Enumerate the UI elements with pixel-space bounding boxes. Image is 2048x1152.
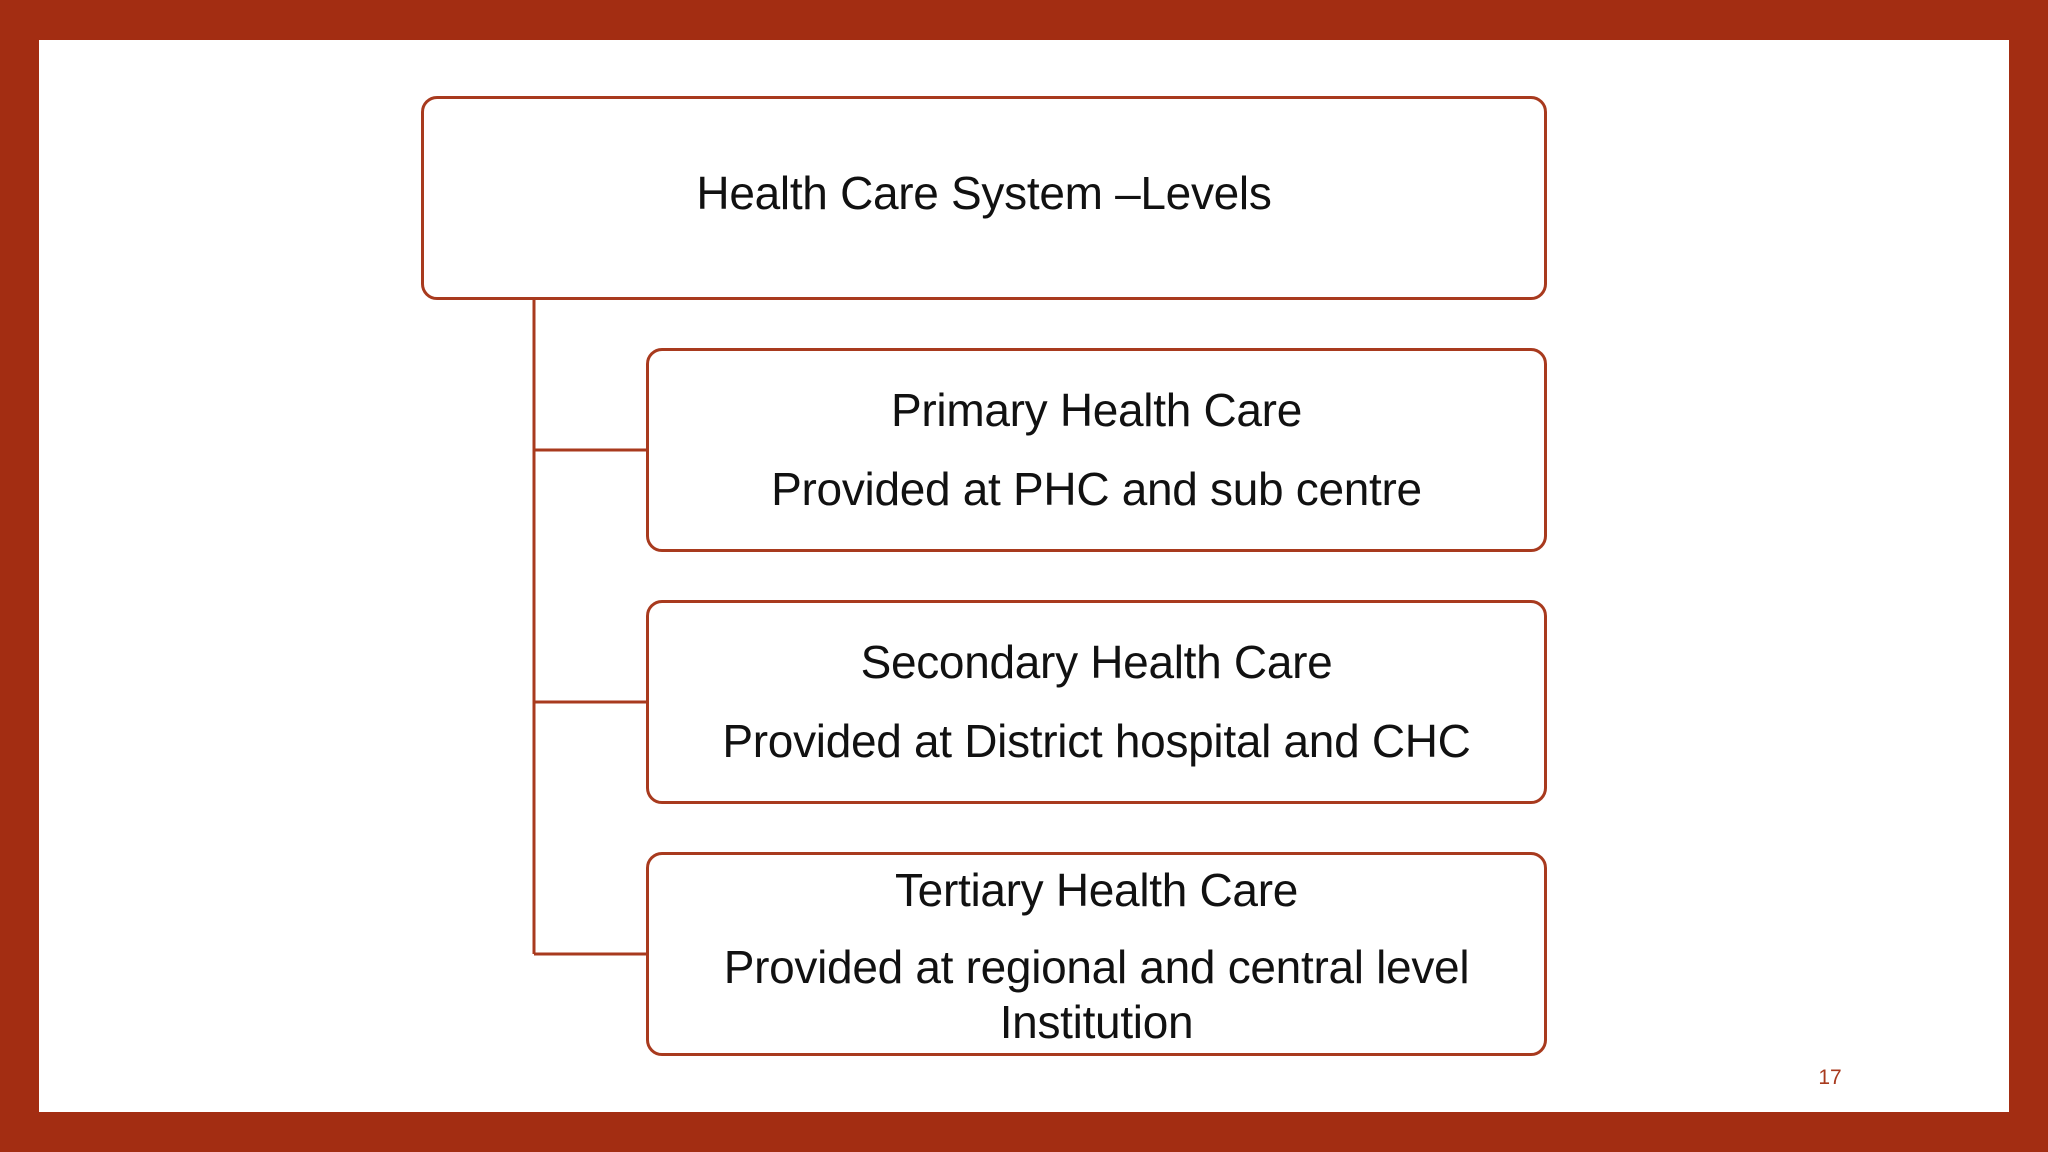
level-detail-tertiary: Provided at regional and central level I… [723, 941, 1470, 1049]
root-node-title: Health Care System –Levels [696, 167, 1272, 220]
slide-page-number: 17 [1818, 1066, 1842, 1089]
level-detail-secondary: Provided at District hospital and CHC [722, 714, 1471, 767]
level-heading-secondary: Secondary Health Care [860, 636, 1333, 689]
root-node-box: Health Care System –Levels [421, 96, 1547, 300]
level-box-secondary: Secondary Health Care Provided at Distri… [646, 600, 1547, 804]
level-heading-tertiary: Tertiary Health Care [894, 864, 1299, 916]
level-box-tertiary: Tertiary Health Care Provided at regiona… [646, 852, 1547, 1056]
level-detail-primary: Provided at PHC and sub centre [771, 462, 1422, 515]
level-heading-primary: Primary Health Care [891, 384, 1302, 437]
level-box-primary: Primary Health Care Provided at PHC and … [646, 348, 1547, 552]
